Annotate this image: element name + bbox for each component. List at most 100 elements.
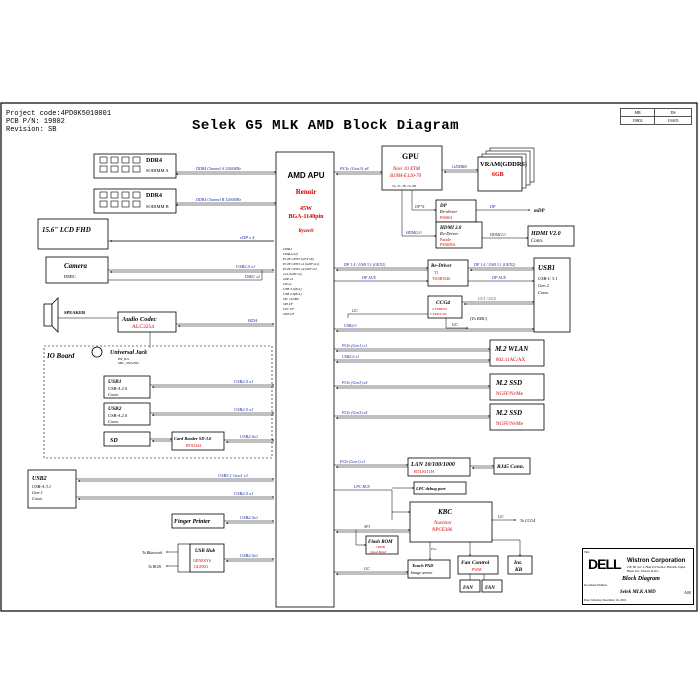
pcb-pn: PCB P/N: 19802 [6, 118, 65, 126]
ddr4-b-bus: DDR4 Channel B 3200MHz [195, 197, 241, 202]
ssd2-title: M.2 SSD [495, 409, 522, 417]
vram-title: VRAM(GDDR6) [480, 161, 527, 168]
kbc-part2: NPCE386 [431, 528, 453, 533]
card-reader-title: Card Reader SD 3.0 [174, 436, 212, 441]
ssd2-bus: PCIe (Gen3) x4 [341, 410, 367, 415]
usb1-tc-bus: USB2.0 [344, 323, 356, 328]
dimm-chip [99, 191, 108, 199]
dimm-chip [110, 165, 119, 173]
finger-bus: USB2.0x1 [240, 515, 258, 520]
ddr4-b-slot: SODIMM B [146, 204, 169, 209]
dimm-chip [132, 200, 141, 208]
io-board-label: IO Board [46, 352, 75, 360]
wlan-sub: 802.11AC/AX [496, 358, 526, 363]
schematic-frame: AMD APU Renoir 45W BGA-1140pin Ryzen9 DD… [0, 102, 698, 612]
ddr4-a-bus: DDR4 Channel A 3200MHz [195, 166, 241, 171]
audio-codec-block: Audio Codec ALC3254 HDA [117, 311, 275, 348]
dimm-chip [121, 200, 130, 208]
usb2-left-block: USB2 USB-A 3.1 Gen 1 Conn. USB3.1 Gen1 x… [27, 469, 275, 509]
dimm-chip [99, 200, 108, 208]
card-reader-bus: USB2.0x1 [240, 434, 258, 439]
company-address: 21F, 88, Sec.1, Hsin Tai Wu Rd., Hsichih… [627, 565, 686, 573]
ssd1-title: M.2 SSD [495, 379, 522, 387]
usb1-io-title: USB1 [108, 379, 122, 385]
card-reader-part: RTS5244 [186, 443, 201, 448]
audio-bus: HDA [247, 318, 257, 323]
jack-sub2: MIC_IN/GND [118, 361, 139, 365]
usb1-io-sub2: Conn. [108, 392, 119, 397]
project-code: Project code:4PD0K5010001 [6, 110, 112, 118]
lan-block: LAN 10/100/1000 RTL8111H PCIe (Gen1) x1 [334, 457, 495, 477]
usb-hub-part1: GENESYS [193, 558, 211, 563]
speaker-label: SPEAKER [64, 310, 86, 315]
apu-signal: PCIE GEN3 (GFX x8) [282, 257, 314, 261]
hdmi-redriver-sub: Re-Driver [439, 231, 458, 236]
ssd2-block: M.2 SSD NGFF/NvMe PCIe (Gen3) x4 [334, 403, 545, 431]
apu-signal: DP x2 [282, 282, 292, 286]
speaker-block: SPEAKER [43, 297, 118, 333]
usb1-io-block: USB1 USB-A 2.0 Conn. USB2.0 x1 [103, 375, 275, 399]
gpu-model2: B19M-E120-70 [390, 174, 422, 179]
jack-title: Universal Jack [110, 350, 147, 356]
title-label: Title [584, 550, 590, 554]
apu-block [275, 151, 335, 608]
ccg4-i2c-left: I2C [351, 308, 358, 313]
redriver-tc-bus-out: DP 1.4 / USB 3.1 (GEN2) [473, 262, 516, 267]
lan-part: RTL8111H [414, 469, 435, 474]
doc-title: Block Diagram [622, 576, 660, 582]
hdmi-redriver-title: HDMI 2.0 [439, 226, 462, 231]
finger-title: Finger Printer [174, 519, 211, 525]
ccg4-part2: CYPD4126 [430, 312, 447, 316]
apu-codename: Renoir [296, 188, 317, 196]
dimm-chip [121, 165, 130, 173]
ddr4-a-slot: SODIMM A [146, 168, 169, 173]
gpu-model1: Navi 10 XTM [392, 167, 421, 172]
ddr4-b-block: DDR4 SODIMM B DDR4 Channel B 3200MHz [93, 188, 277, 214]
rev-col2: DS [654, 108, 692, 117]
apu-signal: SPI I/F [283, 302, 294, 306]
flash-block: Flash ROM 16MB Quad Read SPI [334, 524, 411, 555]
ccg4-i2c-down: I2C [451, 322, 458, 327]
docnum-label: Document Number [584, 583, 608, 587]
fan2-block: FAN [481, 579, 503, 593]
finger-printer-block: Finger Printer USB2.0x1 [171, 513, 275, 529]
int-kb-block: Int. KB [492, 539, 533, 575]
page-title: Selek G5 MLK AMD Block Diagram [192, 118, 460, 134]
usb2-left-sub1: USB-A 3.1 [32, 484, 51, 489]
hdmi-gpu-bus: HDMI2.0 [405, 230, 421, 235]
rev-val2: 19A05 [654, 116, 692, 125]
flash-bus: SPI [364, 524, 370, 529]
lpc-debug-block: LPC debug port LPC BUS [334, 481, 467, 520]
usb-hub-part2: GL850G [194, 564, 208, 569]
hdmi-redriver-part2: PS8409A [440, 242, 455, 247]
hdmi-redriver-bus: HDMI2.0 [489, 232, 505, 237]
io-board-frame [43, 345, 273, 459]
dimm-chip [110, 156, 119, 164]
usb1-io-sub1: USB-A 2.0 [108, 386, 128, 391]
dp-redriver-block: DP Re-driver PS8461 DP*4 DP mDP [411, 190, 546, 223]
date-label: Date: Monday, December 16, 2019 [584, 598, 627, 602]
lcd-bus: eDP x 4 [240, 235, 255, 240]
hdmi-redriver-part1: Parade [440, 237, 451, 242]
usb2-left-sub3: Conn. [32, 496, 43, 501]
hdmi-conn-block: HDMI V2.0 Conn. [527, 225, 575, 247]
fan1-title: FAN [463, 586, 473, 591]
dp-redriver-bus-out: DP [489, 204, 496, 209]
gpu-title: GPU [402, 152, 419, 161]
wlan-bus2: USB2.0 x1 [342, 354, 359, 359]
dimm-chip [121, 191, 130, 199]
fan1-block: FAN [459, 579, 481, 593]
title-block [582, 548, 694, 605]
gpu-pins: 7A, 7C, 7B, 7A, 8D [392, 184, 417, 189]
usb1-io-bus: USB2.0 x1 [234, 379, 253, 384]
hdmi-conn-title: HDMI V2.0 [530, 231, 561, 237]
rev-val1: 19802 [619, 116, 656, 125]
lcd-block: 15.6" LCD FHD eDP x 4 [37, 218, 274, 250]
ccg4-part1: CYPRESS [432, 307, 447, 311]
revision: Revision: SB [6, 126, 57, 134]
apu-signal: eSPI I/F [283, 312, 295, 316]
usb2-io-block: USB2 USB-A 2.0 Conn. USB2.0 x1 [103, 402, 275, 426]
dimm-chip [121, 156, 130, 164]
